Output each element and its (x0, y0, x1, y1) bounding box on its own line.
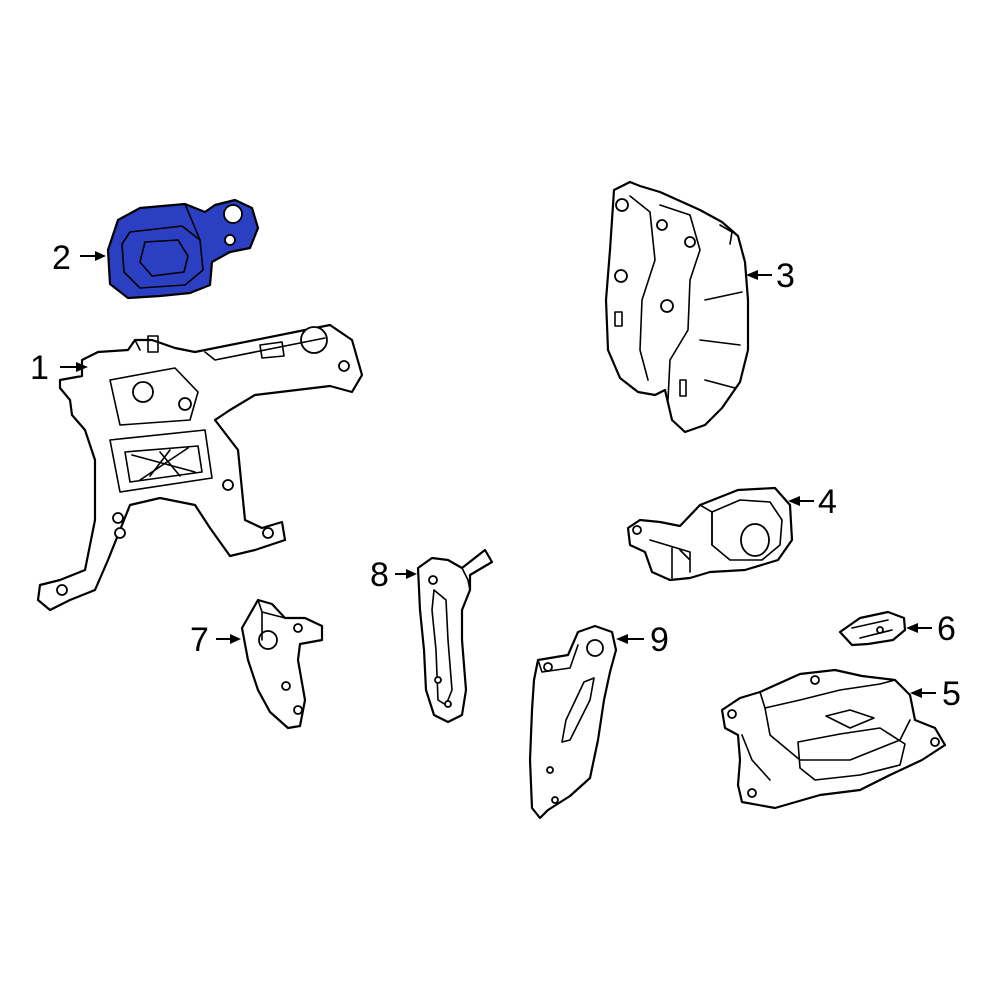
callout-7: 7 (190, 621, 241, 659)
callout-label-6: 6 (937, 610, 956, 648)
callout-8: 8 (370, 556, 417, 594)
callout-label-9: 9 (650, 621, 669, 659)
callout-label-2: 2 (52, 239, 71, 277)
part-6-clip[interactable] (838, 610, 907, 647)
callout-label-1: 1 (30, 349, 49, 387)
callout-6: 6 (906, 610, 956, 648)
callout-4: 4 (788, 483, 837, 521)
callout-label-3: 3 (776, 257, 795, 295)
part-9-plate-bracket[interactable] (528, 624, 618, 820)
callout-5: 5 (910, 675, 961, 713)
callout-label-4: 4 (818, 483, 837, 521)
part-3-engine-bracket[interactable] (604, 180, 750, 434)
part-1-cradle-bracket[interactable] (36, 323, 364, 612)
callout-9: 9 (616, 621, 669, 659)
part-5-lower-bracket[interactable] (720, 668, 947, 810)
callout-3: 3 (746, 257, 795, 295)
callout-1: 1 (30, 349, 88, 387)
part-2-engine-mount[interactable] (106, 198, 260, 300)
callout-label-5: 5 (942, 675, 961, 713)
callout-label-8: 8 (370, 556, 389, 594)
callout-label-7: 7 (190, 621, 209, 659)
callout-2: 2 (52, 239, 106, 277)
part-8-strap-bracket[interactable] (416, 548, 494, 724)
part-7-small-bracket[interactable] (240, 598, 324, 730)
part-4-transmission-mount[interactable] (626, 486, 794, 582)
